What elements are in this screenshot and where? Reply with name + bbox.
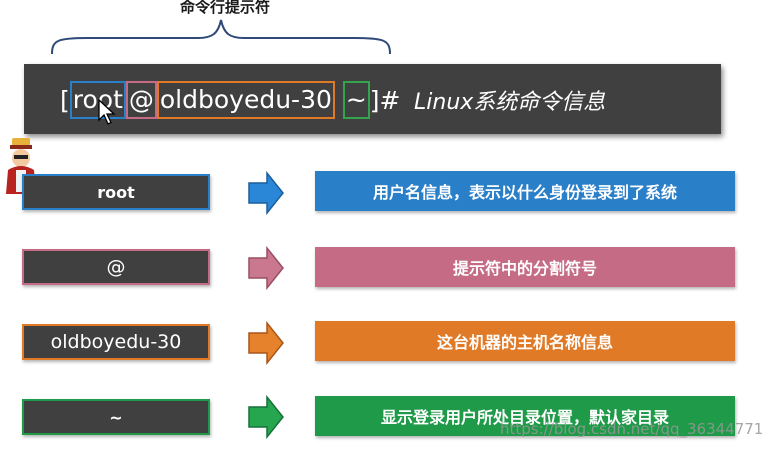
row-label-host: oldboyedu-30 (22, 324, 210, 360)
shell-prompt: [ root @ oldboyedu-30 ~ ]# (60, 79, 401, 121)
prompt-close: ]# (369, 85, 401, 115)
terminal-panel (24, 64, 721, 134)
prompt-space (335, 86, 343, 115)
row-label-dir: ~ (22, 399, 210, 435)
arrow-right-icon (248, 245, 284, 291)
arrow-right-icon (248, 394, 284, 440)
prompt-at: @ (125, 81, 157, 119)
mouse-cursor-icon (98, 98, 116, 125)
row-desc-at: 提示符中的分割符号 (315, 247, 735, 287)
watermark-url: https://blog.csdn.net/qq_36344771 (500, 420, 763, 438)
curly-brace-icon (51, 19, 391, 55)
row-label-user: root (22, 174, 210, 210)
prompt-dir: ~ (342, 81, 370, 119)
row-desc-user: 用户名信息，表示以什么身份登录到了系统 (315, 171, 735, 211)
row-desc-host: 这台机器的主机名称信息 (315, 321, 735, 361)
row-desc-dir: 显示登录用户所处目录位置，默认家目录 (315, 396, 735, 436)
terminal-caption: Linux系统命令信息 (414, 90, 606, 115)
prompt-open-bracket: [ (60, 85, 70, 115)
arrow-right-icon (248, 320, 284, 366)
prompt-user: root (69, 81, 126, 119)
row-label-at: @ (22, 249, 210, 285)
arrow-right-icon (248, 170, 284, 216)
prompt-host: oldboyedu-30 (156, 81, 335, 119)
prompt-heading: 命令行提示符 (179, 0, 270, 16)
